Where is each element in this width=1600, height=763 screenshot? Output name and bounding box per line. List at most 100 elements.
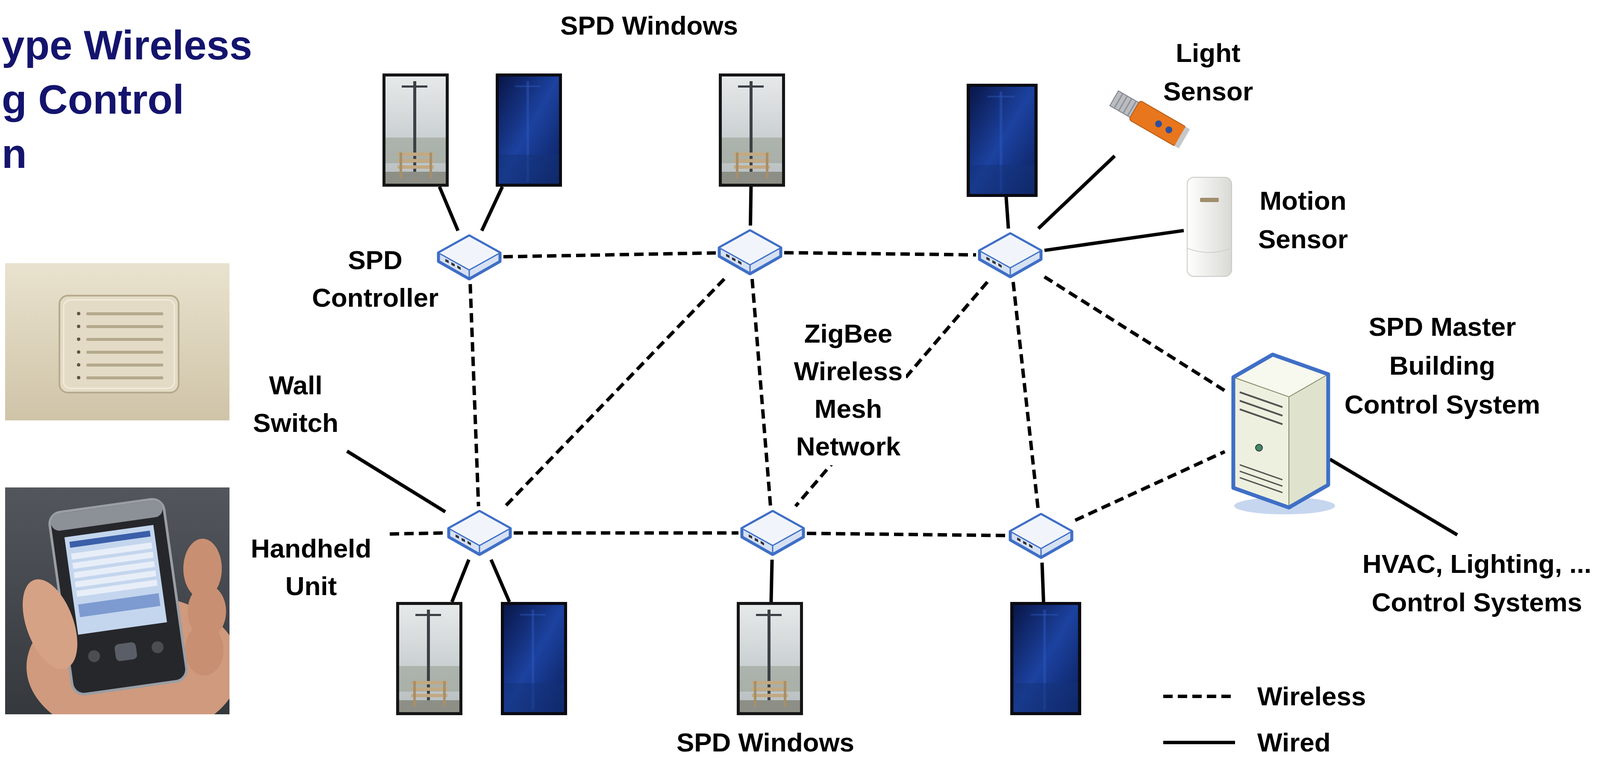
node-label-holder: Light Sensor xyxy=(1163,33,1253,111)
legend-sample xyxy=(1163,688,1236,706)
window-node-picture xyxy=(966,83,1038,198)
wired-link xyxy=(347,451,446,512)
spd-controller-node-symbol xyxy=(448,511,511,555)
window-node xyxy=(966,83,1038,198)
spd-controller-node-symbol xyxy=(741,511,804,555)
network-label: ZigBee Wireless Mesh Network xyxy=(790,314,906,466)
wireless-link xyxy=(784,252,977,255)
wireless-link xyxy=(389,533,446,535)
wired-link xyxy=(1044,230,1184,251)
spd-controller-node xyxy=(445,506,514,560)
spd-controller-node-symbol xyxy=(719,230,781,274)
system-label: HVAC, Lighting, ... Control Systems xyxy=(1357,544,1597,622)
group-label: SPD Windows xyxy=(560,6,739,45)
spd-controller-node-picture xyxy=(976,228,1045,283)
legend-label-holder: Wireless xyxy=(1257,680,1366,713)
group-label: SPD Windows xyxy=(676,726,855,759)
spd-controller-node: SPD Controller xyxy=(435,230,504,285)
wired-link xyxy=(1038,155,1115,229)
spd-controller-node-picture xyxy=(445,506,514,560)
title-fragment: ype Wireless xyxy=(1,17,253,73)
node-label: Handheld Unit xyxy=(250,529,372,606)
master-control-node-symbol xyxy=(1233,354,1336,515)
spd-controller-node-picture xyxy=(435,230,504,285)
legend-label-holder: Wired xyxy=(1257,726,1331,759)
wired-link xyxy=(452,559,470,603)
window-node xyxy=(1010,602,1082,716)
spd-controller-node-picture xyxy=(715,225,785,280)
handheld-unit-node-picture xyxy=(5,487,230,715)
group-label-holder: SPD Windows xyxy=(676,726,855,759)
title-fragment: n xyxy=(1,126,27,181)
title-fragment-holder: n xyxy=(1,126,27,181)
window-node xyxy=(718,73,786,187)
node-label-holder: Handheld Unit xyxy=(250,529,372,606)
wired-link xyxy=(1041,562,1044,603)
window-node xyxy=(500,602,568,716)
motion-sensor-node-picture xyxy=(1183,175,1236,279)
legend-dashed-line xyxy=(1163,694,1236,699)
handheld-unit-node: Handheld Unit xyxy=(5,487,390,715)
wired-link xyxy=(491,559,510,603)
spd-controller-node xyxy=(738,506,807,560)
wireless-link xyxy=(470,284,479,507)
node-label: Wall Switch xyxy=(252,366,339,442)
window-node-picture xyxy=(736,602,803,716)
window-node-symbol xyxy=(966,83,1038,198)
wall-switch-node: Wall Switch xyxy=(5,263,348,452)
node-label: SPD Master Building Control System xyxy=(1339,307,1545,424)
node-label-holder: SPD Master Building Control System xyxy=(1339,307,1545,424)
window-node-symbol xyxy=(718,73,786,187)
wired-link xyxy=(481,186,503,231)
light-sensor-node: Light Sensor xyxy=(1104,85,1199,156)
legend-sample xyxy=(1163,734,1236,752)
window-node-picture xyxy=(718,73,786,187)
wall-switch-node-picture xyxy=(5,263,230,421)
window-node xyxy=(736,602,803,716)
spd-controller-node xyxy=(1006,509,1076,563)
spd-controller-node-symbol xyxy=(438,235,500,280)
spd-controller-node xyxy=(976,228,1045,283)
motion-sensor-node-symbol xyxy=(1187,177,1232,277)
wireless-link xyxy=(806,533,1007,536)
wired-link xyxy=(439,186,458,231)
wireless-link xyxy=(513,531,739,536)
legend-solid-line xyxy=(1163,741,1236,745)
wireless-link xyxy=(505,279,725,507)
wireless-link xyxy=(1044,276,1225,391)
window-node-symbol xyxy=(495,73,562,187)
window-node-symbol xyxy=(736,602,803,716)
node-label-holder: Wall Switch xyxy=(252,366,339,442)
wireless-link xyxy=(1013,282,1039,510)
window-node-picture xyxy=(500,602,568,716)
node-label: SPD Controller xyxy=(311,241,439,317)
leader-line xyxy=(1329,459,1458,536)
legend-label: Wireless xyxy=(1257,680,1366,713)
system-label-holder: HVAC, Lighting, ... Control Systems xyxy=(1357,544,1597,622)
master-control-node: SPD Master Building Control System xyxy=(1224,336,1337,516)
wireless-link xyxy=(1075,451,1225,521)
window-node xyxy=(382,73,449,187)
window-node-picture xyxy=(1010,602,1082,716)
spd-controller-node xyxy=(715,225,785,280)
network-label-holder: ZigBee Wireless Mesh Network xyxy=(790,314,906,466)
motion-sensor-node: Motion Sensor xyxy=(1183,175,1236,279)
node-label-holder: Motion Sensor xyxy=(1258,181,1348,259)
wireless-link xyxy=(752,279,771,507)
node-label-holder: SPD Controller xyxy=(311,241,439,317)
wall-switch-node-symbol xyxy=(5,263,230,421)
master-control-node-picture xyxy=(1224,336,1337,516)
window-node-symbol xyxy=(396,602,463,716)
spd-controller-node-symbol xyxy=(979,233,1042,277)
spd-controller-node-picture xyxy=(738,506,807,560)
spd-controller-node-picture xyxy=(1006,509,1076,563)
wireless-link xyxy=(503,252,716,257)
group-label-holder: SPD Windows xyxy=(560,6,739,45)
window-node-symbol xyxy=(382,73,449,187)
spd-controller-node-symbol xyxy=(1010,514,1072,558)
title-fragment: g Control xyxy=(1,72,185,127)
node-label: Motion Sensor xyxy=(1258,181,1348,259)
window-node-symbol xyxy=(1010,602,1082,716)
window-node-symbol xyxy=(500,602,568,716)
